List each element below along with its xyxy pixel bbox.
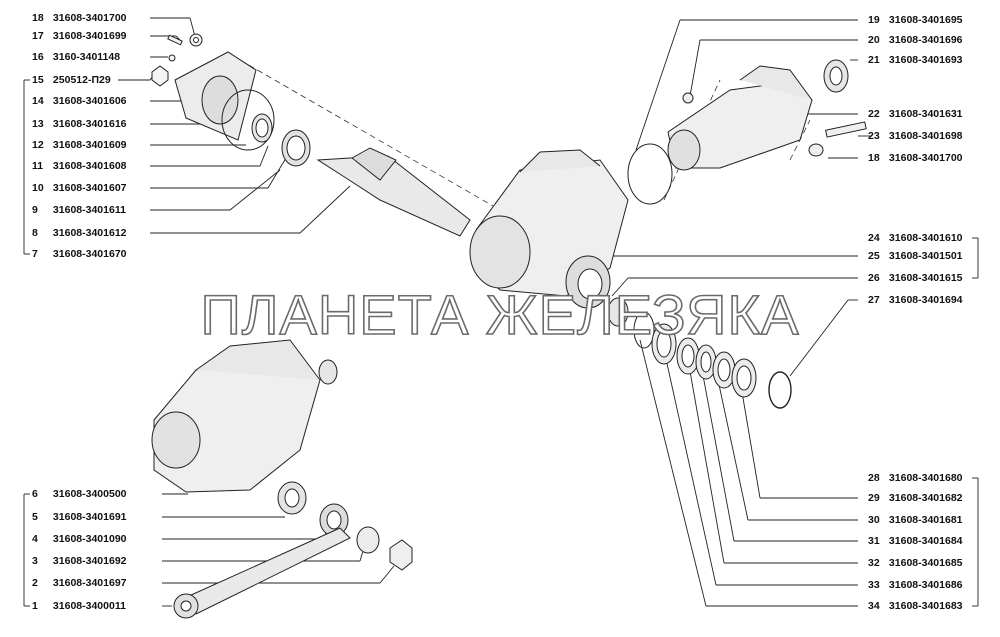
callout-34: 34 31608-3401683 — [868, 600, 963, 612]
callout-9: 9 31608-3401611 — [32, 204, 126, 216]
callout-22: 22 31608-3401631 — [868, 108, 963, 120]
callout-30: 30 31608-3401681 — [868, 514, 963, 526]
callout-6: 6 31608-3400500 — [32, 488, 127, 500]
callout-29: 29 31608-3401682 — [868, 492, 963, 504]
callout-25: 25 31608-3401501 — [868, 250, 963, 262]
callout-16: 16 3160-3401148 — [32, 51, 121, 63]
callout-12: 12 31608-3401609 — [32, 139, 127, 151]
callout-33: 33 31608-3401686 — [868, 579, 963, 591]
ring-34 — [633, 311, 655, 349]
watermark-text: ПЛАНЕТА ЖЕЛЕЗЯКА — [200, 282, 800, 347]
side-cover-group — [151, 33, 471, 237]
nut-2 — [389, 539, 413, 571]
callout-11: 11 31608-3401608 — [32, 160, 127, 172]
callout-17: 17 31608-3401699 — [32, 30, 127, 42]
pitman-arm-1 — [179, 527, 351, 615]
washer-18b — [808, 143, 824, 157]
washer-3 — [356, 526, 380, 554]
callout-31: 31 31608-3401684 — [868, 535, 963, 547]
callout-18: 18 31608-3401700 — [32, 12, 127, 24]
plug-16 — [168, 54, 176, 62]
bolt-23 — [825, 121, 867, 138]
oring-19 — [627, 143, 673, 205]
callout-13: 13 31608-3401616 — [32, 118, 127, 130]
callout-28: 28 31608-3401680 — [868, 472, 963, 484]
callout-18b: 18 31608-3401700 — [868, 152, 963, 164]
callout-15: 15 250512-П29 — [32, 74, 111, 86]
callout-4: 4 31608-3401090 — [32, 533, 127, 545]
housing-group — [469, 149, 629, 327]
callout-1: 1 31608-3400011 — [32, 600, 126, 612]
bearing-26 — [607, 297, 629, 327]
bolt-17 — [167, 34, 183, 46]
valve-group — [627, 59, 867, 205]
callout-7: 7 31608-3401670 — [32, 248, 127, 260]
seal-stack — [633, 311, 792, 409]
callout-19: 19 31608-3401695 — [868, 14, 963, 26]
nut-15 — [151, 65, 169, 87]
plug-20 — [682, 92, 694, 104]
callout-26: 26 31608-3401615 — [868, 272, 963, 284]
callout-20: 20 31608-3401696 — [868, 34, 963, 46]
callout-21: 21 31608-3401693 — [868, 54, 963, 66]
callout-3: 3 31608-3401692 — [32, 555, 127, 567]
callout-32: 32 31608-3401685 — [868, 557, 963, 569]
callout-24: 24 31608-3401610 — [868, 232, 963, 244]
callout-14: 14 31608-3401606 — [32, 95, 127, 107]
oring-13 — [221, 89, 275, 151]
callout-8: 8 31608-3401612 — [32, 227, 127, 239]
callout-5: 5 31608-3401691 — [32, 511, 127, 523]
assembled-gear-group — [151, 339, 413, 619]
callout-27: 27 31608-3401694 — [868, 294, 963, 306]
callout-10: 10 31608-3401607 — [32, 182, 127, 194]
snap-ring-27 — [768, 371, 792, 409]
callout-23: 23 31608-3401698 — [868, 130, 963, 142]
sector-shaft-8 — [316, 155, 471, 237]
callout-2: 2 31608-3401697 — [32, 577, 127, 589]
